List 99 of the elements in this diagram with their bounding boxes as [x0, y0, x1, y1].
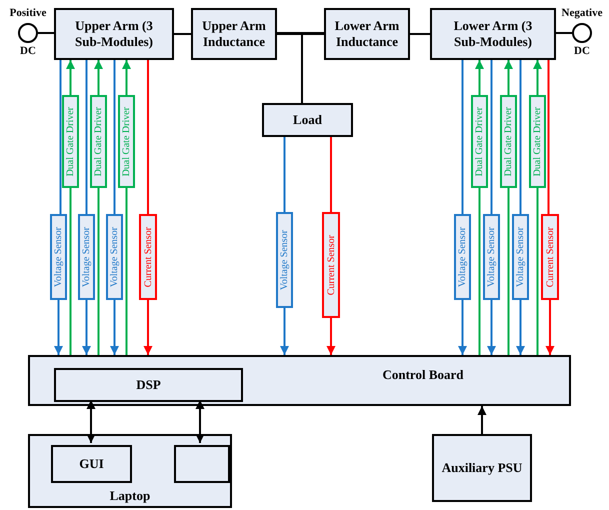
- connection-line: [478, 188, 480, 355]
- connection-line: [114, 60, 116, 214]
- sensor-label: Voltage Sensor: [279, 230, 290, 290]
- sensor-label: Voltage Sensor: [53, 226, 64, 288]
- driver-label: Dual Gate Driver: [474, 106, 485, 176]
- sensor-box: [541, 214, 559, 300]
- sensor-box: [139, 214, 157, 300]
- signal-arrow: [475, 60, 484, 95]
- driver-label: Dual Gate Driver: [121, 106, 132, 176]
- connection-line: [60, 60, 62, 214]
- inductance-block: [191, 8, 277, 60]
- terminal-circle: [572, 23, 592, 43]
- block-label: Control Board: [381, 367, 464, 384]
- signal-arrow: [122, 60, 131, 95]
- gate-driver-box: [529, 95, 546, 188]
- connection-line: [98, 188, 100, 355]
- signal-arrow: [516, 300, 525, 355]
- terminal-label: Negative: [562, 7, 602, 19]
- driver-label: Dual Gate Driver: [503, 106, 514, 176]
- block-label: DSP: [135, 376, 162, 394]
- driver-label: Dual Gate Driver: [93, 106, 104, 176]
- inductance-block: [324, 8, 410, 60]
- sensor-label: Current Sensor: [326, 234, 336, 296]
- connection-line: [462, 60, 464, 214]
- control-board: [28, 355, 571, 406]
- connection-line: [174, 33, 191, 35]
- signal-arrow: [144, 300, 152, 355]
- block-label: GUI: [78, 456, 105, 472]
- connection-line: [284, 137, 286, 212]
- laptop-block: [28, 434, 232, 508]
- connection-line: [410, 33, 430, 35]
- driver-label: Dual Gate Driver: [532, 106, 543, 176]
- software-block: [174, 445, 230, 483]
- connection-line: [330, 137, 332, 212]
- block-label: Lower Arm Inductance: [334, 18, 400, 50]
- signal-arrow: [504, 60, 513, 95]
- signal-arrow: [110, 300, 119, 355]
- sensor-box: [483, 214, 500, 300]
- signal-arrow: [280, 308, 289, 355]
- gate-driver-box: [118, 95, 135, 188]
- signal-arrow: [86, 400, 96, 443]
- connection-line: [277, 33, 324, 35]
- connection-line: [147, 60, 149, 214]
- signal-arrow: [478, 406, 486, 434]
- sensor-box: [78, 214, 95, 300]
- driver-label: Dual Gate Driver: [65, 106, 76, 176]
- gate-driver-box: [500, 95, 517, 188]
- connection-line: [548, 60, 550, 214]
- sensor-box: [106, 214, 123, 300]
- terminal-label: DC: [20, 45, 36, 57]
- sensor-box: [276, 212, 293, 308]
- power-supply-block: [432, 434, 532, 502]
- sensor-box: [50, 214, 67, 300]
- connection-line: [520, 60, 522, 214]
- signal-arrow: [326, 318, 336, 355]
- sensor-label: Voltage Sensor: [81, 226, 92, 288]
- sensor-label: Voltage Sensor: [486, 226, 497, 288]
- connection-line: [536, 188, 538, 355]
- block-label: Laptop: [108, 488, 152, 504]
- signal-arrow: [487, 300, 496, 355]
- signal-arrow: [66, 60, 75, 95]
- terminal-label: DC: [574, 45, 590, 57]
- software-block: [51, 445, 132, 483]
- signal-arrow: [82, 300, 91, 355]
- block-label: Upper Arm Inductance: [201, 18, 267, 50]
- sensor-label: Voltage Sensor: [109, 226, 120, 288]
- sensor-box: [454, 214, 471, 300]
- terminal-circle: [18, 23, 38, 43]
- gate-driver-box: [471, 95, 488, 188]
- connection-line: [86, 60, 88, 214]
- load-block: [262, 103, 353, 137]
- signal-arrow: [196, 400, 204, 443]
- block-label: Upper Arm (3 Sub-Modules): [74, 18, 154, 50]
- connection-line: [508, 188, 510, 355]
- signal-arrow: [94, 60, 103, 95]
- terminal-label: Positive: [10, 7, 46, 19]
- sensor-box: [512, 214, 529, 300]
- connection-line: [38, 32, 54, 34]
- sensor-label: Current Sensor: [544, 226, 556, 288]
- dsp-block: [54, 368, 243, 402]
- connection-line: [556, 32, 572, 34]
- signal-arrow: [54, 300, 63, 355]
- connection-line: [126, 188, 128, 355]
- gate-driver-box: [90, 95, 107, 188]
- gate-driver-box: [62, 95, 79, 188]
- connection-line: [490, 60, 492, 214]
- sensor-label: Voltage Sensor: [457, 226, 468, 288]
- sensor-box: [322, 212, 340, 318]
- arm-block: [430, 8, 556, 60]
- arm-block: [54, 8, 174, 60]
- block-label: Load: [292, 112, 323, 128]
- signal-arrow: [546, 300, 554, 355]
- sensor-label: Current Sensor: [142, 226, 154, 288]
- connection-line: [70, 188, 72, 355]
- signal-arrow: [533, 60, 542, 95]
- sensor-label: Voltage Sensor: [515, 226, 526, 288]
- block-label: Auxiliary PSU: [440, 460, 524, 476]
- block-label: Lower Arm (3 Sub-Modules): [452, 18, 534, 50]
- signal-arrow: [458, 300, 467, 355]
